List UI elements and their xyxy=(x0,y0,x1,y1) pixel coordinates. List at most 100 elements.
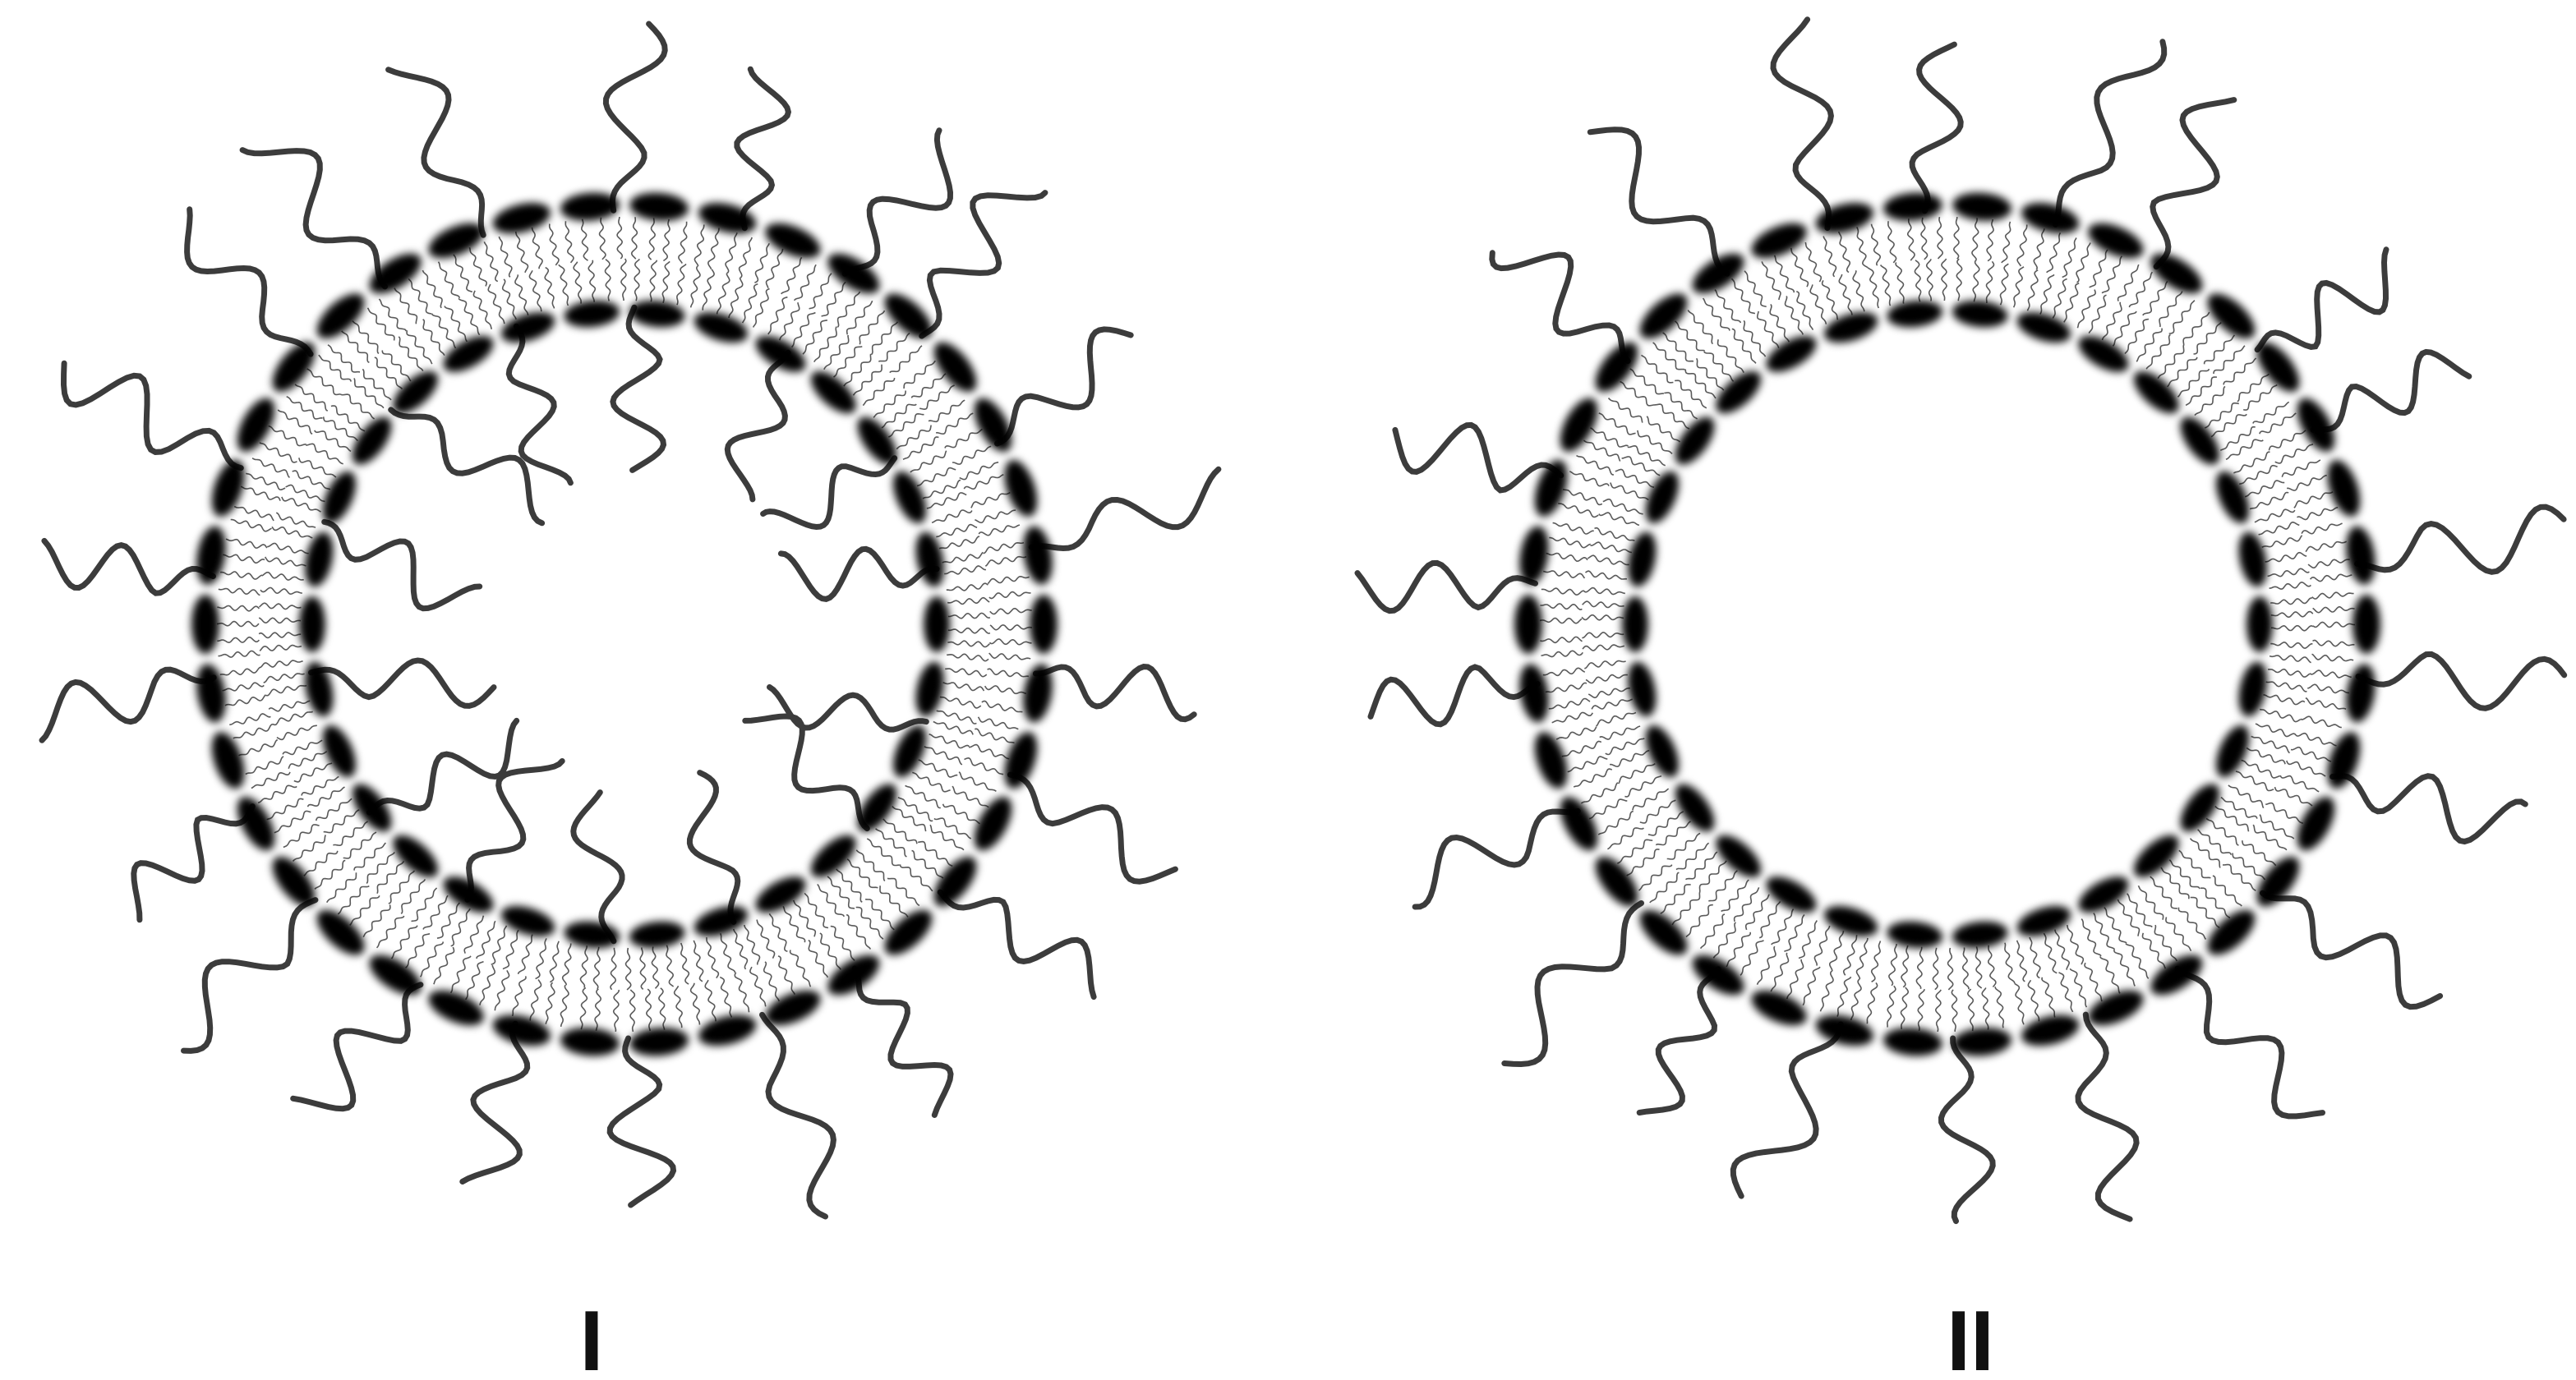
headgroup xyxy=(560,192,620,221)
peg-chain xyxy=(2150,97,2237,270)
lipid-tail xyxy=(2033,228,2045,270)
headgroup xyxy=(2256,856,2300,907)
lipid-tail xyxy=(223,554,265,564)
peg-chain xyxy=(290,982,424,1112)
lipid-tail xyxy=(910,373,947,398)
lipid-tail xyxy=(258,602,302,610)
lipid-tail xyxy=(936,523,978,538)
lipid-tail xyxy=(1743,320,1767,357)
peg-chain xyxy=(1938,1035,1996,1225)
lipid-tail xyxy=(1823,236,1837,278)
lipid-tail xyxy=(1842,935,1858,976)
lipid-tail xyxy=(288,751,328,769)
peg-chain xyxy=(388,407,546,527)
headgroup xyxy=(698,202,757,234)
lipid-tail xyxy=(2185,376,2217,407)
lipid-tail xyxy=(1609,749,1650,768)
lipid-tail xyxy=(777,955,796,995)
lipid-tail xyxy=(2054,929,2070,970)
lipid-tail xyxy=(873,390,906,418)
lipid-tail xyxy=(2228,784,2265,809)
lipid-tail xyxy=(2311,591,2354,600)
lipid-tail xyxy=(2167,356,2198,388)
lipid-tail xyxy=(1685,904,1713,938)
lipid-tail xyxy=(947,612,991,619)
lipid-tail xyxy=(1567,756,1608,773)
lipid-tail xyxy=(2076,242,2091,283)
lipid-tail xyxy=(265,684,307,697)
lipid-tail xyxy=(1936,216,1944,260)
lipid-tail xyxy=(491,925,508,966)
lipid-tail xyxy=(859,310,886,345)
lipid-tail xyxy=(2203,334,2236,365)
lipid-tail xyxy=(1562,488,1603,506)
peg-chain xyxy=(308,657,497,709)
headgroup xyxy=(1645,724,1680,778)
lipid-tail xyxy=(549,941,560,983)
headgroup xyxy=(2297,797,2335,851)
lipid-tail xyxy=(1866,982,1878,1024)
lipid-tail xyxy=(935,412,974,435)
headgroup xyxy=(1823,312,1878,343)
lipid-tail xyxy=(1790,247,1809,288)
lipid-tail xyxy=(544,266,555,309)
lipid-tail xyxy=(303,850,339,876)
lipid-tail xyxy=(1852,269,1865,312)
headgroup xyxy=(827,954,880,996)
lipid-tail xyxy=(2238,464,2278,485)
headgroup xyxy=(915,661,944,717)
lipid-tail xyxy=(573,261,583,304)
lipid-tail xyxy=(1621,456,1661,476)
liposome-panel-1: I xyxy=(39,21,1222,1380)
lipid-tail xyxy=(1731,328,1757,364)
headgroup xyxy=(443,876,494,913)
peg-chain xyxy=(734,66,792,232)
lipid-tail xyxy=(782,906,806,943)
lipid-tail xyxy=(2307,559,2350,569)
lipid-tail xyxy=(1617,762,1656,784)
lipid-tail xyxy=(765,248,784,289)
lipid-tail xyxy=(2027,979,2040,1022)
lipid-tail xyxy=(2014,982,2025,1025)
lipid-tail xyxy=(945,668,988,678)
lipid-tail xyxy=(2265,551,2307,563)
lipid-tail xyxy=(716,273,730,315)
lipid-tail xyxy=(836,291,861,328)
lipid-tail xyxy=(463,915,485,954)
peg-chain xyxy=(570,789,625,945)
lipid-tail xyxy=(924,746,963,766)
lipid-tail xyxy=(1596,711,1637,727)
lipid-tail xyxy=(366,307,395,341)
lipid-tail xyxy=(2193,322,2222,355)
lipid-tail xyxy=(2136,328,2163,362)
lipid-tail xyxy=(1582,644,1625,651)
lipid-tail xyxy=(2112,310,2137,347)
lipid-tail xyxy=(353,378,385,409)
lipid-tail xyxy=(450,908,471,947)
headgroup xyxy=(2238,531,2267,587)
headgroup xyxy=(629,192,689,221)
lipid-tail xyxy=(1590,427,1629,448)
lipid-tail xyxy=(741,283,758,324)
lipid-tail xyxy=(2243,384,2278,411)
lipid-tail xyxy=(1588,798,1628,820)
lipid-tail xyxy=(846,913,872,950)
headgroup xyxy=(500,312,555,343)
lipid-tail xyxy=(843,353,872,387)
headgroup xyxy=(810,370,856,414)
lipid-tail xyxy=(548,223,560,266)
lipid-tail xyxy=(933,720,974,735)
lipid-tail xyxy=(405,932,431,968)
peg-chain xyxy=(742,713,870,832)
headgroup xyxy=(629,1028,689,1056)
headgroup xyxy=(393,835,439,878)
lipid-tail xyxy=(260,586,302,596)
lipid-tail xyxy=(1829,930,1845,972)
headgroup xyxy=(1716,370,1762,414)
lipid-tail xyxy=(1588,688,1630,699)
lipid-tail xyxy=(2255,723,2297,738)
lipid-tail xyxy=(870,321,899,356)
lipid-tail xyxy=(2252,824,2288,851)
lipid-tail xyxy=(984,555,1027,567)
